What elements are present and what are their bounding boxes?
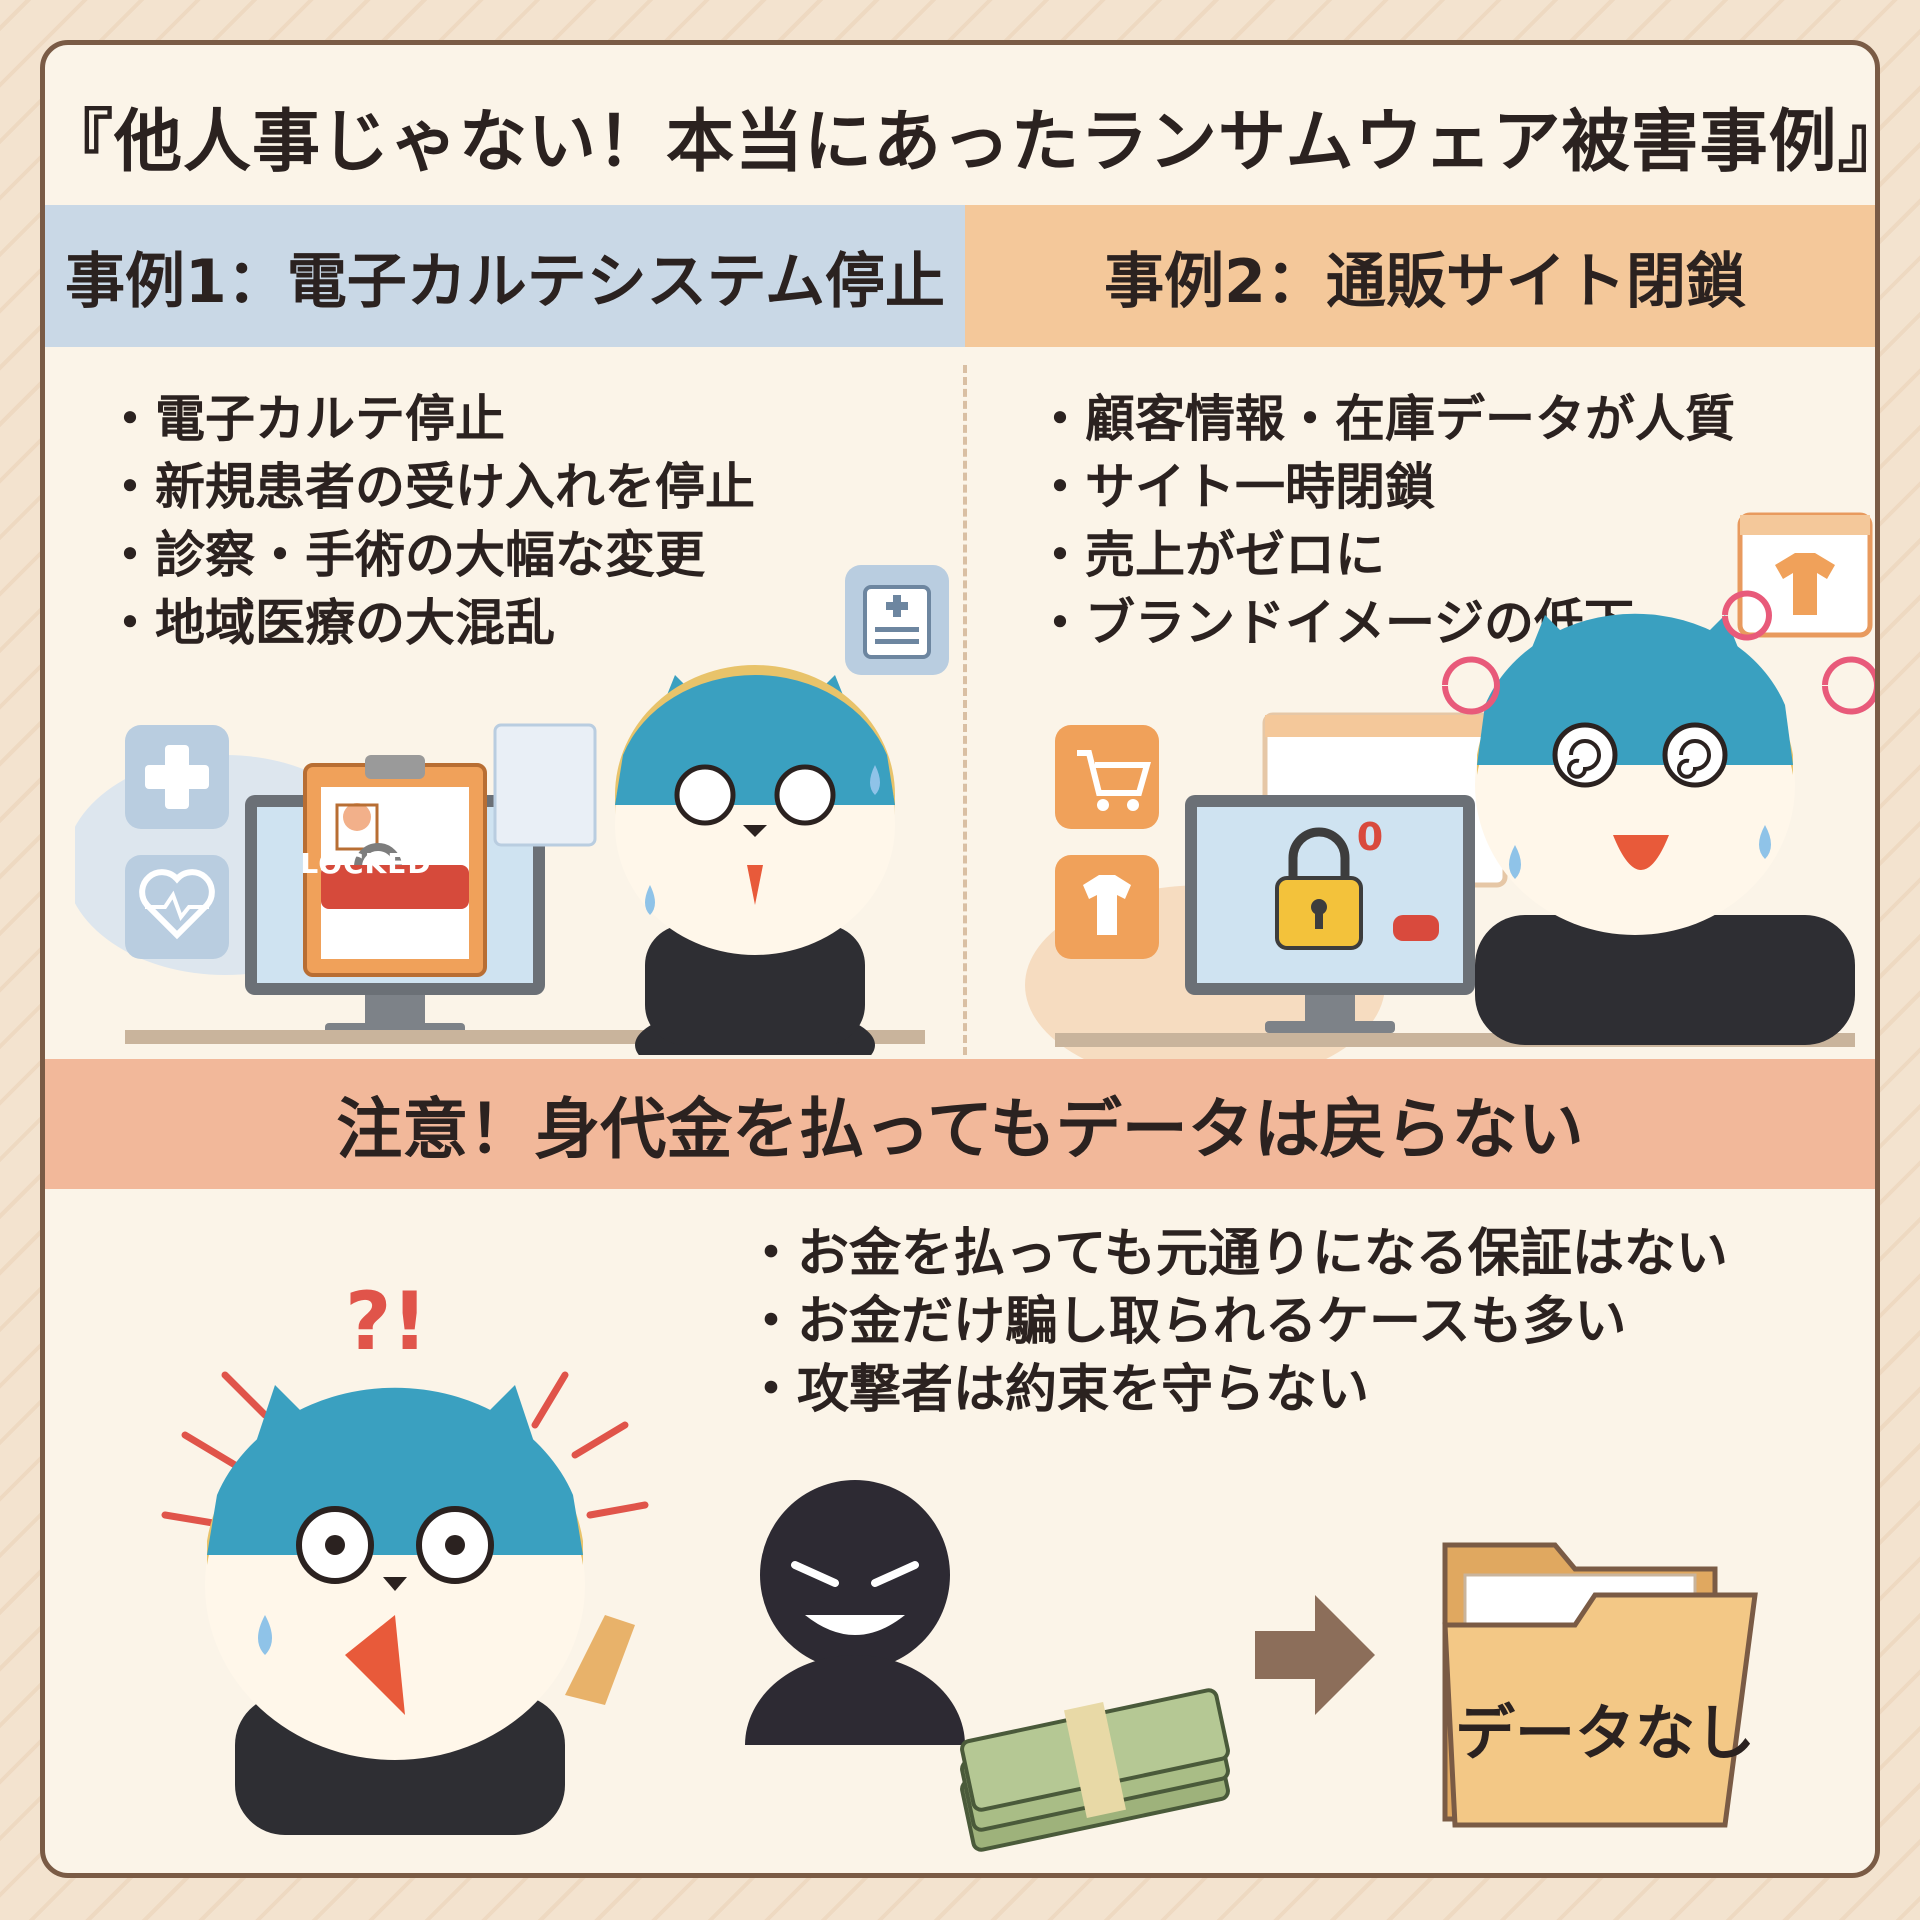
warning-bullet: お金だけ騙し取られるケースも多い (745, 1288, 1728, 1356)
heart-icon (125, 855, 229, 959)
dizzy-character (1442, 590, 1875, 1045)
case2-bullet-list: 顧客情報・在庫データが人質 サイト一時閉鎖 売上がゼロに ブランドイメージの低下 (1035, 385, 1735, 657)
money-icon (960, 1688, 1230, 1852)
warning-bullet: 攻撃者は約束を守らない (745, 1356, 1728, 1424)
folder-label: データなし (1455, 1699, 1755, 1769)
locked-label: LOCKED (300, 847, 432, 880)
case2-heading: 事例2：通販サイト閉鎖 (965, 205, 1875, 347)
case1-bullet: 地域医療の大混乱 (105, 589, 755, 657)
case1-bullet: 診察・手術の大幅な変更 (105, 521, 755, 589)
arrow-right-icon (1255, 1595, 1375, 1715)
case-divider (963, 365, 967, 1055)
tshirt-icon (1737, 512, 1873, 638)
medical-record-icon (845, 565, 949, 675)
case1-illustration (75, 565, 949, 1055)
warning-heading: 注意！身代金を払ってもデータは戻らない (45, 1059, 1875, 1189)
case2-bullet: 売上がゼロに (1035, 521, 1735, 589)
exclaim-mark: ?! (345, 1275, 428, 1368)
lock-icon (1275, 827, 1363, 950)
case1-bullet-list: 電子カルテ停止 新規患者の受け入れを停止 診察・手術の大幅な変更 地域医療の大混… (105, 385, 755, 657)
warning-bullet: お金を払っても元通りになる保証はない (745, 1220, 1728, 1288)
shocked-character-illustration (161, 1371, 649, 1835)
zero-sales-label: 0 (1356, 815, 1384, 859)
page-title: 『他人事じゃない！本当にあったランサムウェア被害事例』 (45, 102, 1880, 182)
case1-bullet: 新規患者の受け入れを停止 (105, 453, 755, 521)
case1-bullet: 電子カルテ停止 (105, 385, 755, 453)
worried-character (615, 665, 895, 1055)
infographic-card: 『他人事じゃない！本当にあったランサムウェア被害事例』 事例1：電子カルテシステ… (40, 40, 1880, 1878)
tshirt-icon (1055, 855, 1159, 959)
case2-bullet: 顧客情報・在庫データが人質 (1035, 385, 1735, 453)
case2-bullet: サイト一時閉鎖 (1035, 453, 1735, 521)
cart-icon (1055, 725, 1159, 829)
no-data-illustration (745, 1480, 1758, 1852)
folder-icon (1442, 1542, 1758, 1828)
plus-icon (125, 725, 229, 829)
warning-bullet-list: お金を払っても元通りになる保証はない お金だけ騙し取られるケースも多い 攻撃者は… (745, 1220, 1728, 1424)
hacker-icon (745, 1480, 965, 1745)
case2-illustration (1025, 512, 1875, 1065)
case1-heading: 事例1：電子カルテシステム停止 (45, 205, 965, 347)
